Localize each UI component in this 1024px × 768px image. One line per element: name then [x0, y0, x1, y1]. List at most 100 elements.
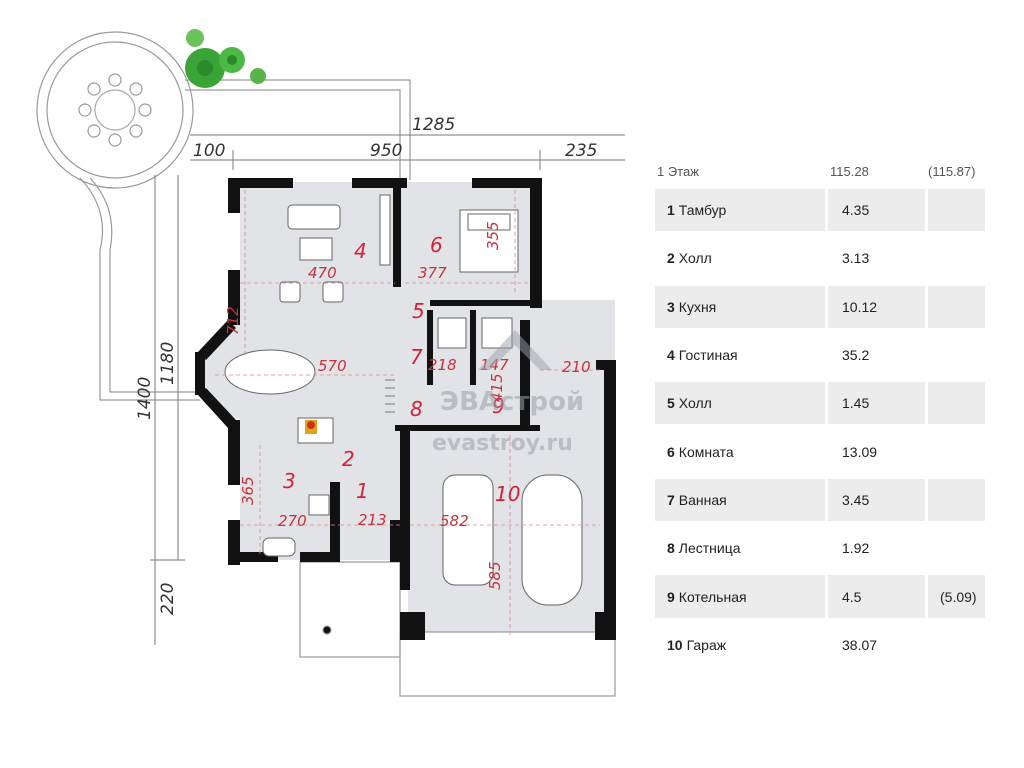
house-logo-icon: [478, 330, 552, 370]
room-area: 13.09: [842, 443, 878, 460]
area-cell: 1.92: [828, 527, 925, 570]
room-area-alt: (5.09): [940, 588, 977, 605]
room-label-8: 8: [410, 397, 423, 421]
dim-height-inner: 1180: [158, 342, 178, 385]
dim-overall-width: 1285: [412, 115, 455, 135]
room-number: 5: [667, 395, 675, 412]
fire-icon: [307, 421, 315, 429]
room-area: 35.2: [842, 347, 870, 364]
room-dim-3-b: 270: [278, 512, 307, 530]
area-cell: 3.45: [828, 478, 925, 522]
room-label-3: 3: [283, 469, 296, 493]
room-dim-4-c: 570: [318, 357, 347, 375]
room-title: Комната: [678, 443, 734, 460]
area-alt-cell: [928, 285, 985, 328]
room-dim-4-b: 712: [224, 306, 242, 335]
room-label-6: 6: [430, 233, 443, 257]
room-number: 1: [667, 202, 675, 219]
room-title: Холл: [678, 395, 712, 412]
room-area: 38.07: [842, 636, 878, 653]
area-alt-cell: [928, 333, 985, 377]
area-cell: 38.07: [828, 623, 925, 666]
walls: [195, 178, 616, 640]
room-label-5: 5: [412, 299, 425, 323]
watermark: ЭВАстрой evastroy.ru: [432, 330, 584, 456]
area-alt-cell: (5.09): [928, 575, 985, 618]
area-cell: 1.45: [828, 382, 925, 425]
room-title: Котельная: [678, 588, 747, 605]
room-area: 4.35: [842, 202, 870, 219]
room-label-9: 9: [492, 394, 505, 418]
room-dim-1: 213: [358, 511, 387, 529]
terrace: [36, 31, 411, 401]
room-dim-3-a: 365: [239, 476, 257, 505]
area-alt-cell: [928, 382, 985, 425]
area-cell: 13.09: [828, 430, 925, 473]
room-number: 3: [667, 298, 675, 315]
area-cell: 10.12: [828, 285, 925, 328]
room-title: Лестница: [678, 540, 741, 557]
area-cell: 3.13: [828, 237, 925, 280]
room-dim-6-a: 377: [418, 264, 447, 282]
room-label-2: 2: [342, 447, 355, 471]
room-area: 10.12: [842, 298, 878, 315]
room-label-10: 10: [495, 482, 520, 506]
area-cell: 35.2: [828, 333, 925, 377]
room-number: 7: [667, 491, 675, 508]
dimension-lines: [150, 134, 625, 645]
area-alt-cell: [928, 623, 985, 666]
area-cell: 4.5: [828, 575, 925, 618]
stairs: [385, 379, 395, 413]
room-area: 1.92: [842, 540, 870, 557]
room-number: 10: [667, 636, 683, 653]
area-cell: 4.35: [828, 189, 925, 232]
room-title: Тамбур: [678, 202, 727, 219]
room-title: Гостиная: [678, 347, 738, 364]
room-area: 3.13: [842, 250, 870, 267]
floor-area: [200, 182, 615, 632]
room-label-7: 7: [410, 345, 423, 369]
room-dim-10-a: 582: [440, 512, 469, 530]
area-alt-cell: [928, 527, 985, 570]
furniture: [224, 194, 583, 606]
room-title: Кухня: [678, 298, 717, 315]
dim-segment-1: 100: [193, 141, 225, 161]
room-title: Гараж: [686, 636, 727, 653]
plants-icon: [185, 29, 266, 88]
room-dim-10-b: 585: [486, 561, 504, 590]
room-area: 3.45: [842, 491, 870, 508]
room-number: 2: [667, 250, 675, 267]
room-dim-9-c: 210: [562, 358, 591, 376]
room-label-1: 1: [356, 479, 369, 503]
room-dim-6-b: 355: [484, 221, 502, 250]
room-dim-4-a: 470: [308, 264, 337, 282]
area-alt-cell: [928, 478, 985, 522]
dim-segment-2: 950: [370, 141, 402, 161]
watermark-site: evastroy.ru: [432, 431, 573, 456]
header-area: 115.28: [830, 164, 869, 179]
